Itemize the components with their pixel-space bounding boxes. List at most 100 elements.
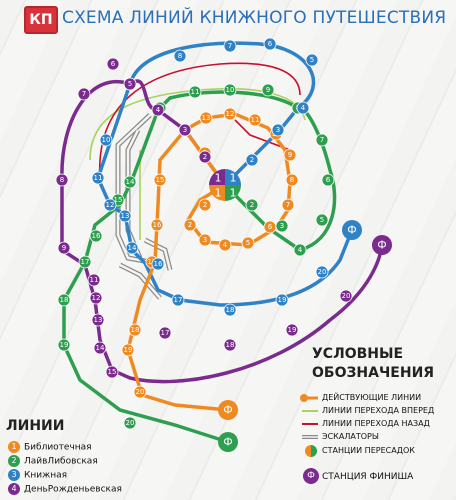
station-marker <box>89 229 103 243</box>
station-marker <box>91 171 105 185</box>
station-marker <box>285 323 299 337</box>
station-number: 3 <box>280 222 284 230</box>
station-number: 3 <box>183 126 187 134</box>
station-number: 9 <box>62 244 66 252</box>
station-number: 17 <box>161 329 170 337</box>
station-number: 5 <box>310 56 314 64</box>
legend-transfer-stations: СТАНЦИИ ПЕРЕСАДОК <box>322 446 415 455</box>
station-marker <box>223 107 237 121</box>
station-number: 18 <box>60 296 69 304</box>
station-number: 19 <box>278 296 287 304</box>
station-number: 14 <box>96 344 105 352</box>
center-number-green: 1 <box>230 187 237 200</box>
station-number: 4 <box>156 106 161 114</box>
station-marker <box>87 273 101 287</box>
escalators <box>115 113 173 300</box>
station-marker <box>158 326 172 340</box>
station-marker <box>171 293 185 307</box>
station-number: 8 <box>60 176 64 184</box>
station-marker <box>93 341 107 355</box>
station-number: 16 <box>154 260 163 268</box>
station-number: 2 <box>203 153 207 161</box>
station-marker <box>218 238 232 252</box>
station-number: 10 <box>102 136 111 144</box>
stations: 2313121110987654322151617181920234567891… <box>55 37 353 430</box>
station-marker <box>151 103 165 117</box>
station-number: 13 <box>94 316 103 324</box>
station-number: 6 <box>268 40 273 48</box>
station-number: 15 <box>108 368 117 376</box>
finish-stations: Ф Ф Ф Ф <box>218 220 392 452</box>
station-number: 12 <box>226 110 235 118</box>
station-number: 8 <box>290 176 294 184</box>
station-number: 19 <box>288 326 297 334</box>
station-number: 20 <box>136 388 145 396</box>
legend-back-lines: ЛИНИИ ПЕРЕХОДА НАЗАД <box>322 419 430 428</box>
finish-station-blue: Ф <box>347 224 356 237</box>
station-number: 11 <box>90 276 99 284</box>
station-marker <box>89 291 103 305</box>
station-marker <box>339 289 353 303</box>
station-number: 9 <box>266 86 270 94</box>
station-marker <box>223 338 237 352</box>
station-number: 11 <box>251 116 260 124</box>
station-marker <box>271 123 285 137</box>
station-number: 7 <box>82 90 86 98</box>
legend-title: УСЛОВНЫЕ ОБОЗНАЧЕНИЯ <box>312 346 435 381</box>
center-number-blue: 1 <box>230 172 237 185</box>
legend-symbols: Ф <box>300 394 319 484</box>
station-marker <box>275 219 289 233</box>
legend-escalators: ЭСКАЛАТОРЫ <box>322 432 379 441</box>
station-number: 5 <box>128 80 132 88</box>
station-number: 11 <box>94 174 103 182</box>
station-number: 2 <box>250 201 254 209</box>
station-marker <box>198 150 212 164</box>
station-number: 5 <box>320 216 324 224</box>
station-number: 18 <box>131 326 140 334</box>
station-number: 2 <box>250 156 254 164</box>
station-marker <box>263 37 277 51</box>
station-marker <box>150 218 164 232</box>
station-number: 7 <box>228 42 232 50</box>
station-number: 2 <box>203 201 207 209</box>
station-number: 17 <box>81 258 90 266</box>
logo: КП <box>24 6 58 34</box>
station-number: 14 <box>128 244 137 252</box>
station-number: 17 <box>174 296 183 304</box>
station-marker <box>275 293 289 307</box>
station-number: 6 <box>268 223 273 231</box>
station-number: 14 <box>126 178 135 186</box>
station-marker <box>123 416 137 430</box>
station-number: 12 <box>106 201 115 209</box>
station-marker <box>248 113 262 127</box>
station-marker <box>241 236 255 250</box>
finish-station-purple: Ф <box>377 239 386 252</box>
station-marker <box>321 173 335 187</box>
station-number: 3 <box>276 126 280 134</box>
center-interchange: 1 1 1 1 <box>209 169 241 201</box>
station-number: 9 <box>288 151 292 159</box>
station-marker <box>315 265 329 279</box>
station-marker <box>223 303 237 317</box>
station-marker <box>57 293 71 307</box>
station-marker <box>57 241 71 255</box>
legend-finish-badge: Ф <box>307 471 315 481</box>
station-marker <box>281 198 295 212</box>
station-number: 20 <box>342 292 351 300</box>
station-marker <box>128 323 142 337</box>
station-marker <box>103 198 117 212</box>
station-marker <box>121 343 135 357</box>
station-number: 18 <box>226 341 235 349</box>
station-marker <box>123 77 137 91</box>
station-marker <box>151 257 165 271</box>
station-number: 7 <box>286 201 290 209</box>
station-number: 11 <box>191 88 200 96</box>
station-marker <box>55 173 69 187</box>
station-number: 3 <box>203 236 207 244</box>
station-marker <box>198 198 212 212</box>
station-marker <box>183 218 197 232</box>
